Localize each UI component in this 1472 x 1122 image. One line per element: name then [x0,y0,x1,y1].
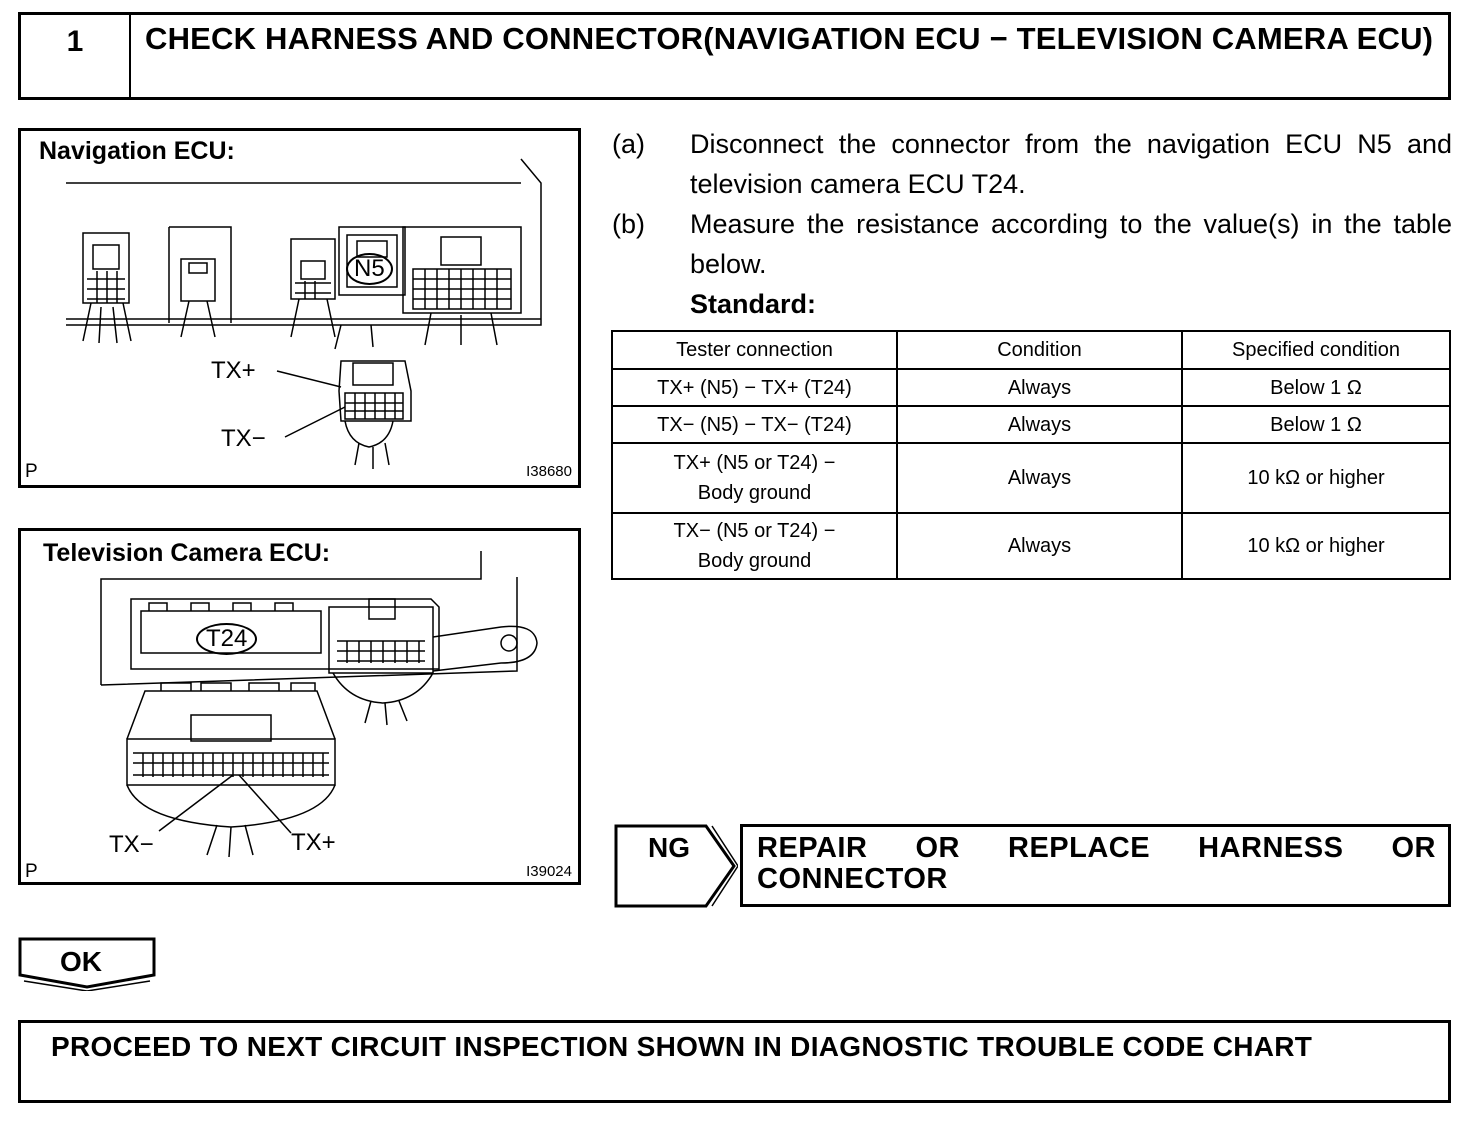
figure-corner-letter: P [25,461,38,482]
table-row: TX− (N5 or T24) − Body ground Always 10 … [611,512,1451,580]
table-header: Tester connection [611,330,898,370]
ng-action-box: REPAIR OR REPLACE HARNESS OR CONNECTOR [740,824,1451,907]
table-cell: Always [896,405,1183,444]
proceed-text: PROCEED TO NEXT CIRCUIT INSPECTION SHOWN… [51,1031,1313,1062]
table-header: Specified condition [1181,330,1451,370]
step-title: CHECK HARNESS AND CONNECTOR(NAVIGATION E… [145,21,1434,56]
table-cell-line: TX− (N5 or T24) − [673,520,836,542]
tx-plus-label: TX+ [291,829,336,856]
figure-code: I39024 [526,863,572,880]
standard-table: Tester connection Condition Specified co… [611,330,1451,580]
table-cell: 10 kΩ or higher [1181,442,1451,514]
ng-label: NG [648,832,690,863]
standard-label: Standard: [690,289,817,319]
instruction-letter: (b) [612,209,645,239]
table-row: TX− (N5) − TX− (T24) Always Below 1 Ω [611,405,1451,444]
television-camera-ecu-title: Television Camera ECU: [43,539,331,567]
instruction-text: Measure the resistance according to the … [690,209,1452,279]
table-cell: Always [896,368,1183,407]
instruction-text: Disconnect the connector from the naviga… [690,129,1452,199]
table-header: Condition [896,330,1183,370]
table-cell-line: TX+ (N5 or T24) − [673,452,836,474]
table-cell: TX− (N5 or T24) − Body ground [611,512,898,580]
instruction-b: (b) Measure the resistance according to … [612,204,1452,284]
t24-connector-label: T24 [196,623,258,655]
instructions: (a) Disconnect the connector from the na… [612,124,1452,324]
table-cell: Always [896,512,1183,580]
tx-plus-label: TX+ [211,357,256,384]
table-cell: Always [896,442,1183,514]
figure-code: I38680 [526,463,572,480]
table-header-row: Tester connection Condition Specified co… [611,330,1451,370]
instruction-a: (a) Disconnect the connector from the na… [612,124,1452,204]
tx-minus-label: TX− [221,425,266,452]
navigation-ecu-title: Navigation ECU: [39,137,235,165]
ok-arrow-shape [18,937,156,991]
navigation-ecu-figure: Navigation ECU: N5 TX+ TX− P I38680 [18,128,581,488]
ng-action-text: REPAIR OR REPLACE HARNESS OR CONNECTOR [757,833,1436,895]
table-row: TX+ (N5 or T24) − Body ground Always 10 … [611,442,1451,514]
table-cell: TX− (N5) − TX− (T24) [611,405,898,444]
table-cell: 10 kΩ or higher [1181,512,1451,580]
tx-minus-label: TX− [109,831,154,858]
ok-label: OK [60,946,102,977]
n5-connector-label: N5 [346,253,393,285]
table-cell: TX+ (N5 or T24) − Body ground [611,442,898,514]
table-cell: Below 1 Ω [1181,368,1451,407]
table-cell-line: Body ground [697,482,812,504]
ng-action-line-2: CONNECTOR [757,863,948,895]
step-header: 1 CHECK HARNESS AND CONNECTOR(NAVIGATION… [18,12,1451,100]
step-number: 1 [21,15,131,97]
proceed-box: PROCEED TO NEXT CIRCUIT INSPECTION SHOWN… [18,1020,1451,1103]
table-cell-line: Body ground [697,550,812,572]
table-cell: Below 1 Ω [1181,405,1451,444]
table-cell: TX+ (N5) − TX+ (T24) [611,368,898,407]
navigation-ecu-illustration [66,158,542,469]
ng-arrow-shape [614,824,738,908]
television-camera-ecu-illustration [100,551,538,858]
instruction-letter: (a) [612,129,645,159]
figure-corner-letter: P [25,861,38,882]
ng-action-line-1: REPAIR OR REPLACE HARNESS OR [757,832,1436,864]
television-camera-ecu-figure: Television Camera ECU: T24 TX− TX+ P I39… [18,528,581,885]
table-row: TX+ (N5) − TX+ (T24) Always Below 1 Ω [611,368,1451,407]
